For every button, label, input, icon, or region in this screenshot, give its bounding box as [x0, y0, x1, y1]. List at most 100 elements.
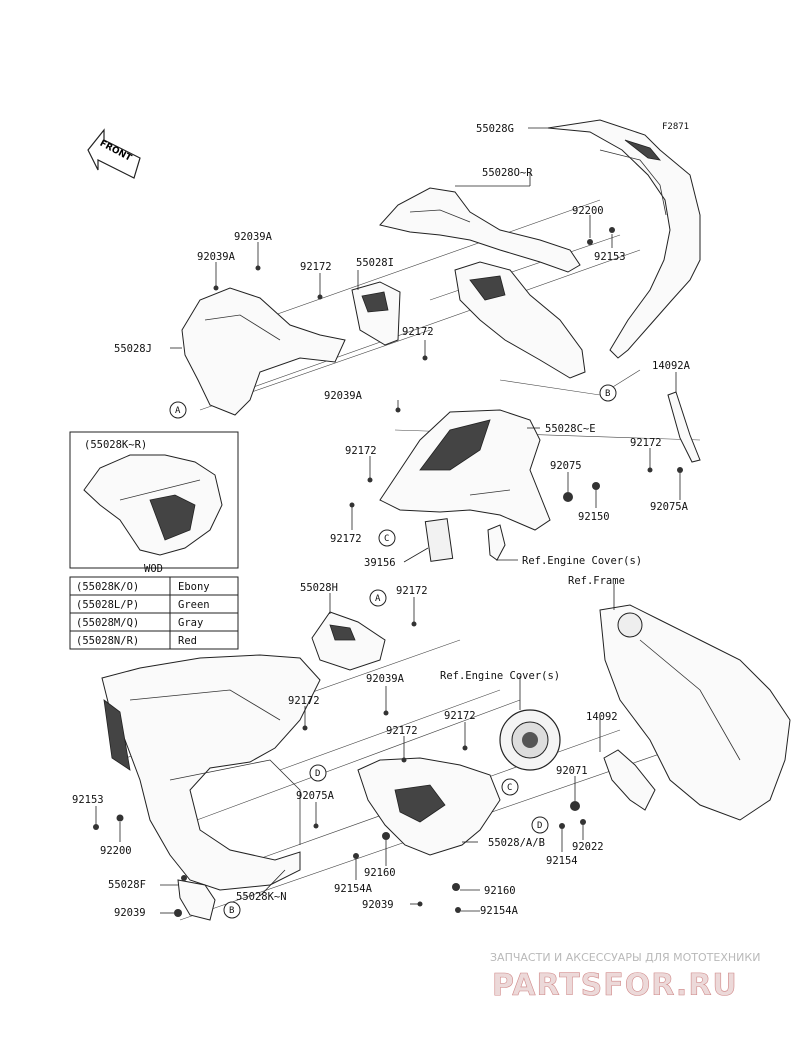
- watermark-brand: PARTSFOR.RU: [492, 968, 738, 1003]
- part-label[interactable]: 55028K~N: [236, 891, 287, 903]
- part-label[interactable]: 55028O~R: [482, 167, 533, 179]
- bolt-icon: [383, 710, 389, 716]
- bolt-icon: [255, 265, 261, 271]
- table-row-color: Gray: [178, 617, 203, 629]
- part-label[interactable]: 92172: [444, 710, 476, 722]
- bolt-icon: [317, 294, 323, 300]
- washer-icon: [382, 832, 390, 840]
- part-label[interactable]: 92172: [288, 695, 320, 707]
- part-label[interactable]: 92022: [572, 841, 604, 853]
- bolt-icon: [609, 227, 615, 233]
- part-label[interactable]: 92154A: [334, 883, 373, 895]
- reference-label[interactable]: Ref.Frame: [568, 575, 625, 587]
- part-label[interactable]: 92039: [362, 899, 394, 911]
- table-row-part: (55028M/Q): [76, 617, 139, 629]
- part-label[interactable]: 92172: [345, 445, 377, 457]
- bolt-icon: [401, 757, 407, 763]
- side-panel-55028c-e[interactable]: [379, 409, 551, 531]
- bolt-icon: [353, 853, 359, 859]
- part-label[interactable]: 92075A: [650, 501, 689, 513]
- part-label[interactable]: 55028H: [300, 582, 338, 594]
- inset-label: (55028K~R): [84, 439, 147, 451]
- middle-side-panel[interactable]: [454, 261, 586, 379]
- bolt-icon: [313, 823, 319, 829]
- washer-icon: [563, 492, 573, 502]
- reference-label[interactable]: Ref.Engine Cover(s): [440, 670, 560, 682]
- bolt-icon: [349, 502, 355, 508]
- part-labels: 55028G 55028O~R 92200 92153 92039A 92039…: [72, 123, 691, 919]
- part-label[interactable]: 55028C~E: [545, 423, 596, 435]
- part-label[interactable]: 55028I: [356, 257, 394, 269]
- bolt-icon: [677, 467, 683, 473]
- table-wod-label: WOD: [144, 563, 163, 575]
- part-label[interactable]: 92039A: [366, 673, 405, 685]
- table-row-color: Red: [178, 635, 197, 647]
- panel-55028i[interactable]: [351, 281, 401, 346]
- part-label[interactable]: 92075A: [296, 790, 335, 802]
- part-label[interactable]: 14092A: [652, 360, 691, 372]
- part-label[interactable]: 92200: [572, 205, 604, 217]
- callout-a: A: [375, 594, 381, 604]
- lower-cover-55028ab[interactable]: [357, 757, 501, 856]
- fasteners: [93, 227, 683, 917]
- panel-55028f[interactable]: [177, 879, 216, 921]
- table-row-part: (55028N/R): [76, 635, 139, 647]
- part-label[interactable]: 92172: [386, 725, 418, 737]
- washer-icon: [570, 801, 580, 811]
- callout-b: B: [229, 906, 234, 916]
- bolt-icon: [181, 875, 187, 881]
- part-label[interactable]: 92039A: [324, 390, 363, 402]
- callout-c: C: [384, 534, 389, 544]
- part-label[interactable]: 55028J: [114, 343, 152, 355]
- stay-14092[interactable]: [603, 749, 656, 811]
- part-label[interactable]: 92154A: [480, 905, 519, 917]
- inset-panel: (55028K~R): [69, 431, 239, 569]
- part-label[interactable]: 92039: [114, 907, 146, 919]
- part-label[interactable]: 55028G: [476, 123, 514, 135]
- part-39156-block[interactable]: [424, 518, 454, 562]
- lower-fairing-55028k-n[interactable]: [101, 654, 321, 891]
- stay-14092a[interactable]: [667, 391, 701, 463]
- color-table: WOD (55028K/O) Ebony (55028L/P) Green (5…: [69, 563, 239, 650]
- engine-cover[interactable]: [499, 709, 561, 771]
- part-label[interactable]: 92150: [578, 511, 610, 523]
- bolt-icon: [647, 467, 653, 473]
- bolt-icon: [213, 285, 219, 291]
- inner-cover-55028j[interactable]: [181, 287, 346, 416]
- part-label[interactable]: 92153: [72, 794, 104, 806]
- part-label[interactable]: 92039A: [234, 231, 273, 243]
- part-label[interactable]: 55028/A/B: [488, 837, 545, 849]
- part-label[interactable]: 92172: [300, 261, 332, 273]
- part-label[interactable]: 92075: [550, 460, 582, 472]
- part-label[interactable]: 14092: [586, 711, 618, 723]
- upper-cowling-55028g[interactable]: [547, 119, 701, 359]
- reference-label[interactable]: Ref.Engine Cover(s): [522, 555, 642, 567]
- part-label[interactable]: 92160: [484, 885, 516, 897]
- part-label[interactable]: 92200: [100, 845, 132, 857]
- watermark-tagline: ЗАПЧАСТИ И АКСЕССУАРЫ ДЛЯ МОТОТЕХНИКИ: [490, 951, 760, 964]
- engine-cover-bracket[interactable]: [487, 524, 506, 561]
- part-label[interactable]: 92153: [594, 251, 626, 263]
- part-label[interactable]: 92172: [330, 533, 362, 545]
- part-label[interactable]: 92039A: [197, 251, 236, 263]
- bolt-icon: [367, 477, 373, 483]
- part-label[interactable]: 92154: [546, 855, 578, 867]
- panel-55028h[interactable]: [311, 611, 386, 671]
- bolt-icon: [395, 407, 401, 413]
- part-label[interactable]: 92071: [556, 765, 588, 777]
- bolt-icon: [411, 621, 417, 627]
- callout-d: D: [537, 821, 542, 831]
- part-label[interactable]: 92172: [630, 437, 662, 449]
- part-label[interactable]: 92160: [364, 867, 396, 879]
- part-label[interactable]: 55028F: [108, 879, 146, 891]
- front-direction-arrow: FRONT: [87, 128, 141, 179]
- callout-d: D: [315, 769, 320, 779]
- part-label[interactable]: 92172: [402, 326, 434, 338]
- part-label[interactable]: 39156: [364, 557, 396, 569]
- frame[interactable]: [599, 604, 791, 821]
- part-label[interactable]: 92172: [396, 585, 428, 597]
- upper-inner-panel-55028o-r[interactable]: [379, 187, 581, 273]
- table-row-color: Ebony: [178, 581, 210, 593]
